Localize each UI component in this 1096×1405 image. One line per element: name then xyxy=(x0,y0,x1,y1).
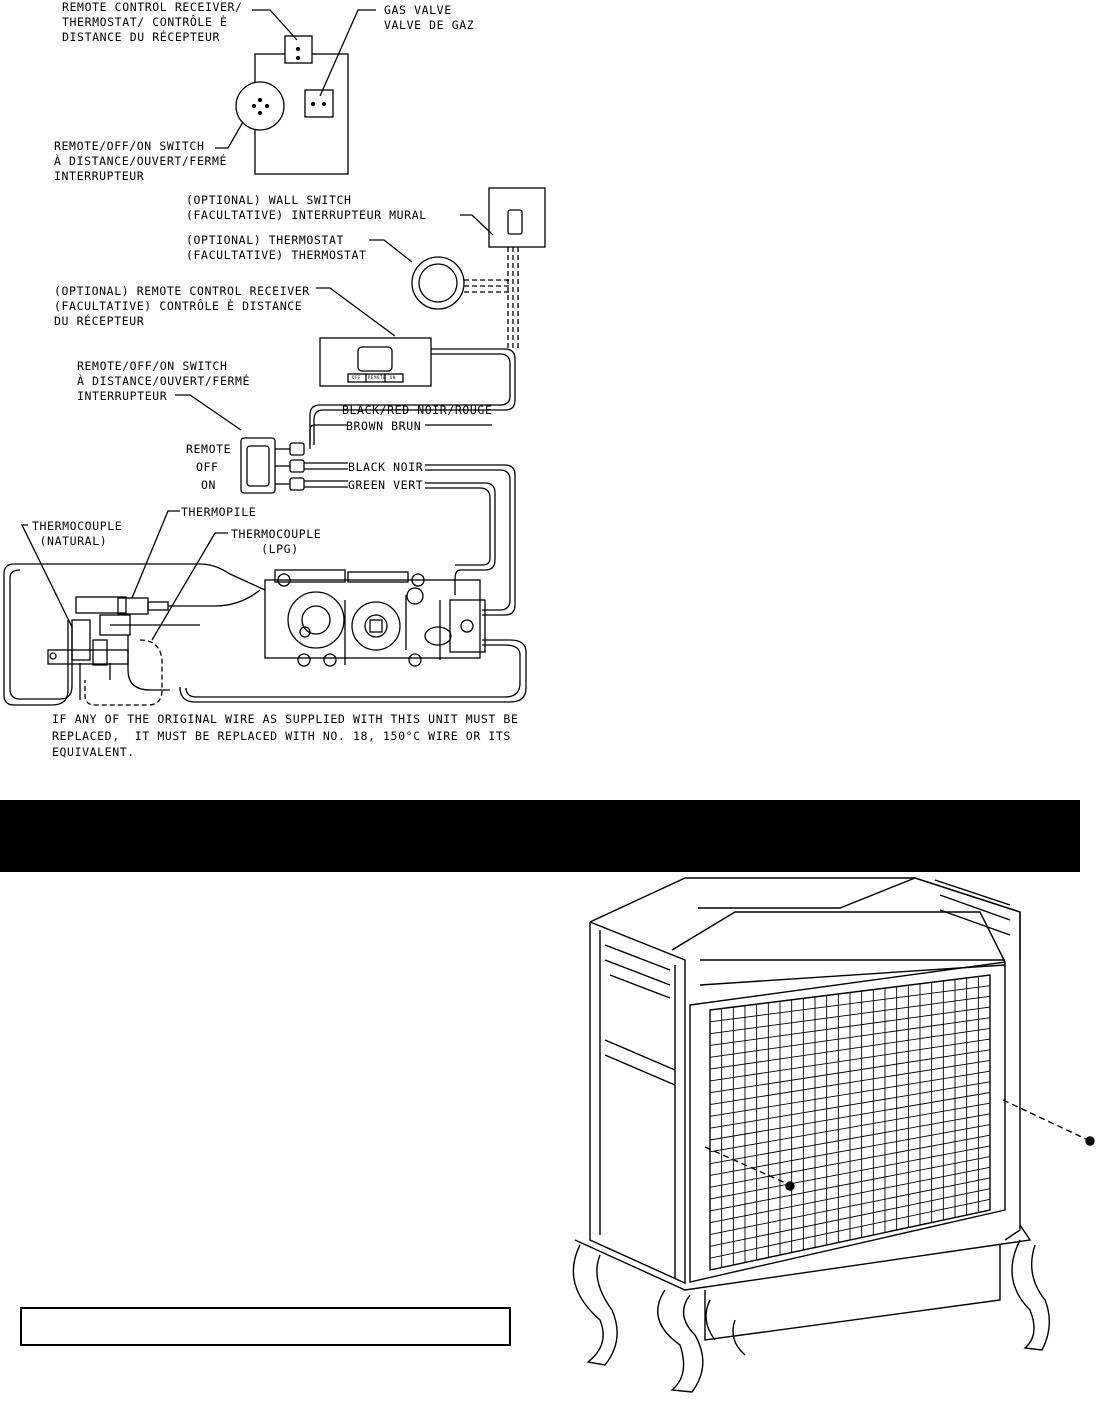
remote-receiver-thermostat-label: REMOTE CONTROL RECEIVER/ THERMOSTAT/ CON… xyxy=(62,0,243,44)
receiver-remote-text: REMOTE xyxy=(368,375,387,380)
switch-label-mid: REMOTE/OFF/ON SWITCH À DISTANCE/OUVERT/F… xyxy=(77,359,251,403)
wire-black-label: BLACK NOIR xyxy=(348,460,424,474)
mesh-line xyxy=(709,1092,991,1141)
schematic-top xyxy=(215,9,376,175)
remote-receiver-optional-label: (OPTIONAL) REMOTE CONTROL RECEIVER (FACU… xyxy=(54,284,310,328)
mesh-line xyxy=(709,1070,991,1117)
mesh-line xyxy=(709,1124,991,1176)
wire-replacement-note: IF ANY OF THE ORIGINAL WIRE AS SUPPLIED … xyxy=(52,712,519,759)
remote-receiver xyxy=(316,287,432,387)
gas-valve-label: GAS VALVE VALVE DE GAZ xyxy=(384,3,475,32)
mesh-line xyxy=(709,1145,991,1200)
mesh-line xyxy=(709,1049,991,1094)
receiver-off-text: OFF xyxy=(352,375,362,380)
mesh-line xyxy=(709,1006,991,1046)
rocker-switch xyxy=(175,394,305,494)
gas-valve xyxy=(264,569,486,667)
thermopile-label: THERMOPILE xyxy=(181,505,257,519)
switch-label-top: REMOTE/OFF/ON SWITCH À DISTANCE/OUVERT/F… xyxy=(54,139,228,183)
wire-green-label: GREEN VERT xyxy=(348,478,424,492)
screen-mesh xyxy=(709,976,991,1268)
pilot-assembly xyxy=(47,596,169,700)
thermostat-label: (OPTIONAL) THERMOSTAT (FACULTATIVE) THER… xyxy=(186,233,367,262)
mesh-line xyxy=(709,1060,991,1105)
thermostat xyxy=(369,239,465,310)
thermocouple-natural-label: THERMOCOUPLE (NATURAL) xyxy=(32,519,123,548)
mesh-line xyxy=(709,1102,991,1153)
mesh-line xyxy=(709,1134,991,1188)
mesh-line xyxy=(709,985,991,1023)
mesh-line xyxy=(709,1017,991,1058)
wire-black-red-label: BLACK/RED NOIR/ROUGE xyxy=(342,403,493,417)
mesh-line xyxy=(709,1198,991,1259)
mesh-line xyxy=(709,1081,991,1129)
mesh-line xyxy=(709,1188,991,1247)
note-box xyxy=(20,1307,511,1346)
mesh-line xyxy=(709,1166,991,1224)
switch-remote-label: REMOTE xyxy=(186,442,232,456)
section-header-band xyxy=(0,800,1080,872)
receiver-on-text: ON xyxy=(390,375,397,380)
switch-off-label: OFF xyxy=(196,460,219,474)
thermocouple-lpg-label: THERMOCOUPLE (LPG) xyxy=(231,527,322,556)
mesh-line xyxy=(709,1156,991,1212)
wall-switch xyxy=(460,187,546,248)
wire-brown-label: BROWN BRUN xyxy=(346,419,422,433)
mesh-line xyxy=(709,1177,991,1235)
mesh-line xyxy=(709,1038,991,1082)
switch-on-label: ON xyxy=(201,478,217,492)
fireplace-with-screen xyxy=(572,877,1095,1393)
mesh-line xyxy=(709,1113,991,1165)
wall-switch-label: (OPTIONAL) WALL SWITCH (FACULTATIVE) INT… xyxy=(186,193,427,222)
mesh-line xyxy=(709,995,991,1035)
mesh-line xyxy=(709,1027,991,1070)
